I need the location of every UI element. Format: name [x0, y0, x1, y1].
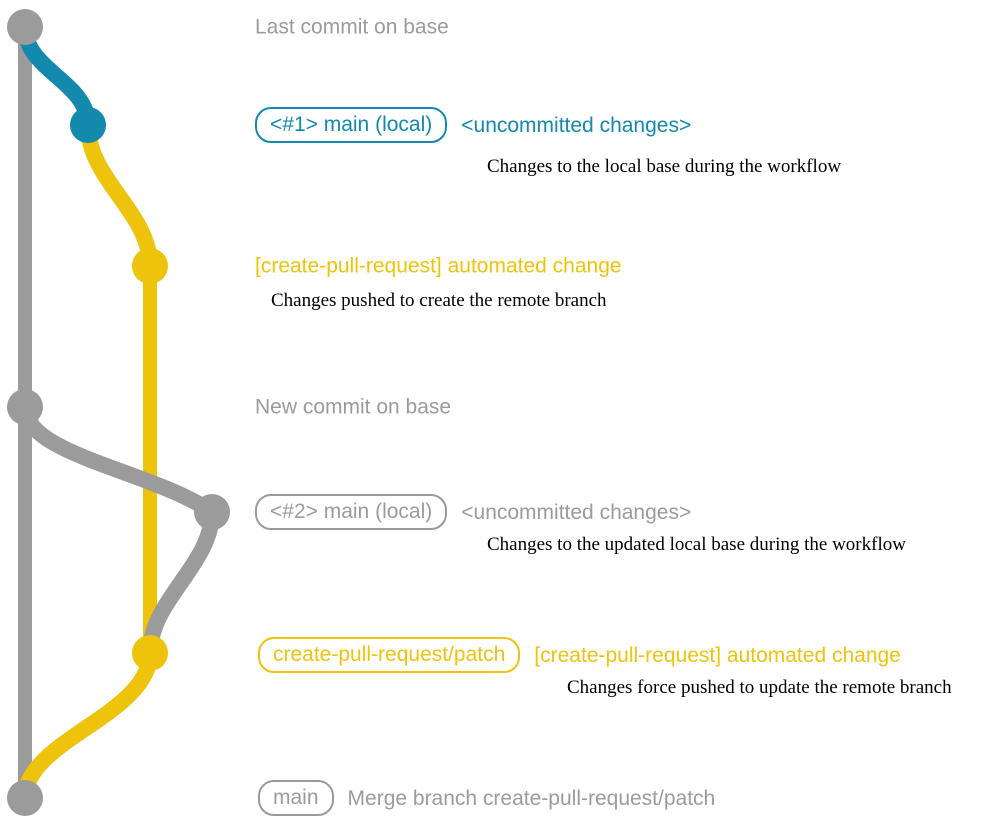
commit-node-patch-force[interactable] — [132, 635, 168, 671]
commit-description-patch-force: Changes force pushed to update the remot… — [567, 677, 952, 698]
commit-node-base-new[interactable] — [7, 389, 43, 425]
commit-node-local-2[interactable] — [194, 494, 230, 530]
branch-badge-main[interactable]: main — [258, 780, 334, 816]
commit-message-patch-create: [create-pull-request] automated change — [255, 254, 622, 278]
commit-row-patch-force: create-pull-request/patch [create-pull-r… — [258, 637, 901, 673]
edge-base-to-updated-local — [17, 399, 220, 520]
commit-node-base-last[interactable] — [7, 9, 43, 45]
edge-local-to-patch — [80, 117, 158, 274]
commit-row-merge: main Merge branch create-pull-request/pa… — [258, 780, 715, 816]
edge-patch-to-merge — [17, 645, 158, 806]
commit-description-patch-create: Changes pushed to create the remote bran… — [271, 290, 607, 311]
commit-description-local-2: Changes to the updated local base during… — [487, 534, 906, 555]
commit-message-local-1: <uncommitted changes> — [461, 113, 692, 137]
commit-row-local-2: <#2> main (local) <uncommitted changes> — [255, 494, 691, 530]
commit-description-local-1: Changes to the local base during the wor… — [487, 156, 842, 177]
commit-message-merge: Merge branch create-pull-request/patch — [347, 786, 716, 810]
commit-node-merge[interactable] — [7, 780, 43, 816]
branch-badge-create-pull-request-patch[interactable]: create-pull-request/patch — [258, 637, 521, 673]
branch-badge-local-2[interactable]: <#2> main (local) — [255, 494, 448, 530]
commit-message-last-commit-on-base: Last commit on base — [255, 15, 449, 39]
commit-node-patch-create[interactable] — [132, 248, 168, 284]
branch-badge-local-1[interactable]: <#1> main (local) — [255, 107, 448, 143]
edge-updated-local-to-patch — [142, 504, 220, 661]
commit-row-local-1: <#1> main (local) <uncommitted changes> — [255, 107, 691, 143]
commit-message-new-commit-on-base: New commit on base — [255, 395, 452, 419]
commit-message-patch-force: [create-pull-request] automated change — [534, 643, 901, 667]
commit-node-local-1[interactable] — [70, 107, 106, 143]
commit-message-local-2: <uncommitted changes> — [461, 500, 692, 524]
